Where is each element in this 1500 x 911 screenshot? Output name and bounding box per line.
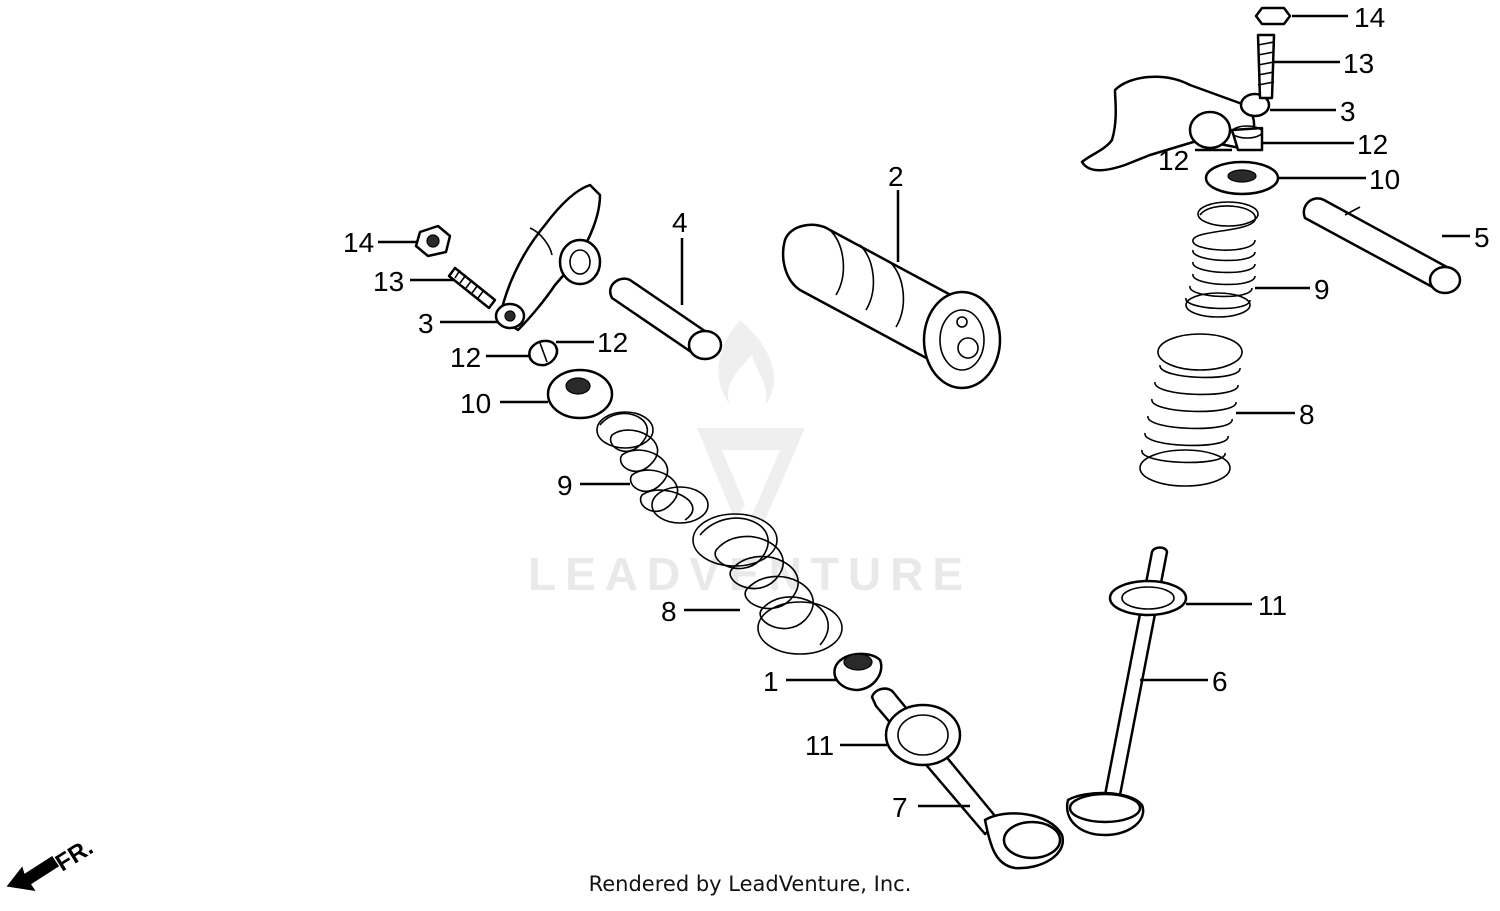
- rocker-shaft-4: [609, 277, 723, 361]
- callout-12-right-a: 12: [1357, 129, 1388, 160]
- callout-2: 2: [888, 161, 904, 192]
- valve-spring-outer-right: [1139, 333, 1243, 487]
- callout-12-left-a: 12: [450, 342, 481, 373]
- valve-spring-outer-left: [692, 513, 843, 655]
- callout-11-left: 11: [805, 730, 834, 761]
- footer-credit: Rendered by LeadVenture, Inc.: [588, 872, 912, 896]
- callout-11-right: 11: [1258, 590, 1287, 621]
- adjuster-screw-right: [1256, 33, 1276, 100]
- rocker-shaft-5: [1302, 197, 1462, 295]
- valve-cotter-right: [1230, 125, 1264, 152]
- callout-10-left: 10: [460, 388, 491, 419]
- valve-spring-inner-right: [1185, 201, 1259, 318]
- callout-14-left: 14: [343, 227, 374, 258]
- front-arrow-icon: [6, 855, 60, 892]
- callout-1: 1: [763, 666, 779, 697]
- spring-retainer-right: [1204, 160, 1280, 196]
- callout-3-right: 3: [1340, 96, 1356, 127]
- callout-7: 7: [892, 792, 908, 823]
- valve-guide-clip-right: [1108, 579, 1188, 617]
- adjuster-screw-left: [447, 266, 497, 310]
- callout-9-left: 9: [557, 470, 573, 501]
- callout-8-left: 8: [661, 596, 677, 627]
- callout-3-left: 3: [418, 308, 434, 339]
- callout-14-right: 14: [1354, 2, 1385, 33]
- callout-9-right: 9: [1314, 274, 1330, 305]
- front-label: FR.: [51, 834, 98, 877]
- lock-nut-right: [1254, 6, 1292, 26]
- callout-12-right-b: 12: [1158, 145, 1189, 176]
- callout-6: 6: [1212, 666, 1228, 697]
- callout-5: 5: [1474, 222, 1490, 253]
- leader-lines: [378, 14, 1470, 808]
- callout-8-right: 8: [1299, 399, 1315, 430]
- valve-guide-clip-left: [884, 703, 962, 767]
- callout-13-left: 13: [373, 266, 404, 297]
- watermark-text: LEADVENTURE: [528, 548, 972, 600]
- spring-retainer-left: [546, 368, 614, 420]
- callout-labels: 14 13 3 12 12 10 9 8 4 2 1 11 7 14 13 3 …: [343, 2, 1490, 823]
- callout-10-right: 10: [1369, 164, 1400, 195]
- valve-stem-seal: [833, 652, 883, 692]
- valve-spring-inner-left: [596, 411, 709, 524]
- callout-13-right: 13: [1343, 48, 1374, 79]
- valve-cotter-left: [528, 339, 559, 367]
- camshaft: [781, 223, 1002, 390]
- callout-12-left-b: 12: [597, 327, 628, 358]
- lock-nut-left: [414, 224, 452, 258]
- rocker-arm-right: [1080, 75, 1271, 172]
- rocker-arm-left: [494, 183, 602, 332]
- callout-4: 4: [672, 207, 688, 238]
